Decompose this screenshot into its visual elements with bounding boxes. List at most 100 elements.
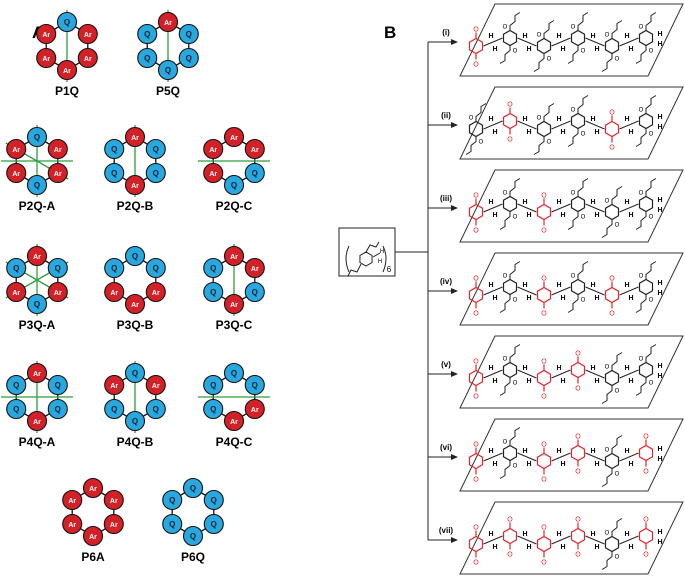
aryl-unit <box>244 138 265 160</box>
methylene-bridge <box>483 286 503 296</box>
quinone-unit <box>137 47 158 69</box>
quinone-unit <box>47 374 68 396</box>
macrocycle-name: P3Q-C <box>216 318 253 332</box>
ether-oxygen: O <box>615 472 620 478</box>
carbonyl-oxygen: O <box>575 552 581 559</box>
macrocycle-name: P6Q <box>181 550 205 564</box>
macrocycle-name: P3Q-A <box>19 318 56 332</box>
quinone-label: Q <box>34 300 40 309</box>
bridge-h: H <box>628 378 633 385</box>
aryl-label: Ar <box>110 498 118 505</box>
methylene-bridge <box>551 535 571 545</box>
quinone-unit <box>104 398 125 420</box>
ether-oxygen: O <box>581 215 586 221</box>
quinone-label: Q <box>190 532 196 541</box>
aryl-label: Ar <box>251 147 259 154</box>
bridge-h: H <box>488 531 493 538</box>
ethoxy-top <box>577 12 589 31</box>
quinone-ring <box>502 112 518 130</box>
bracket-right <box>382 245 387 273</box>
quinone-label: Q <box>153 264 159 273</box>
terminal-h: H <box>657 290 662 297</box>
bridge-h: H <box>560 46 565 53</box>
methylene-bridge <box>585 203 605 213</box>
bridge-h: H <box>526 46 531 53</box>
quinone-label: Q <box>55 381 61 390</box>
quinone-label: Q <box>231 181 237 190</box>
arrow-head <box>451 454 458 460</box>
methylene-bridge <box>551 203 571 213</box>
quinone-label: Q <box>186 30 192 39</box>
carbonyl-oxygen: O <box>609 110 615 117</box>
bridge-h: H <box>492 544 497 551</box>
molecule-plane <box>459 86 684 160</box>
bridge-h: H <box>624 282 629 289</box>
aryl-unit <box>244 257 265 279</box>
bridge-h: H <box>526 461 531 468</box>
terminal-h: H <box>657 114 662 121</box>
macrocycle-name: P2Q-C <box>216 199 253 213</box>
bridge-h: H <box>492 378 497 385</box>
bridge-h: H <box>560 129 565 136</box>
carbonyl-oxygen: O <box>643 517 649 524</box>
methylene-bridge <box>483 37 503 47</box>
ether-oxygen: O <box>605 448 610 454</box>
quinone-unit <box>6 374 27 396</box>
quinone-unit <box>203 281 224 303</box>
quinone-label: Q <box>13 264 19 273</box>
ethoxy-top <box>611 518 623 537</box>
bridge-h: H <box>526 295 531 302</box>
aryl-unit <box>104 281 125 303</box>
bridge-h: H <box>590 448 595 455</box>
quinone-unit <box>244 281 265 303</box>
quinone-label: Q <box>186 54 192 63</box>
arrow-head <box>451 537 458 543</box>
aryl-unit <box>36 23 57 45</box>
bridge-h: H <box>628 212 633 219</box>
quinone-unit <box>145 257 166 279</box>
aryl-label: Ar <box>131 183 139 190</box>
quinone-ring <box>570 444 586 462</box>
macrocycle-name: P6A <box>81 550 105 564</box>
ether-oxygen: O <box>503 440 508 446</box>
methylene-bridge <box>619 286 639 296</box>
ether-oxygen: O <box>649 298 654 304</box>
macrocycle-name: P3Q-B <box>117 318 154 332</box>
aryl-unit <box>62 513 83 535</box>
bridge-h: H <box>488 199 493 206</box>
carbonyl-oxygen: O <box>575 386 581 393</box>
bridge-h: H <box>628 461 633 468</box>
ether-oxygen: O <box>513 381 518 387</box>
ether-oxygen: O <box>571 191 576 197</box>
ethoxy-top <box>577 95 589 114</box>
bridge-h: H <box>560 212 565 219</box>
aryl-label: Ar <box>33 371 41 378</box>
benzene-ring <box>570 278 586 296</box>
carbonyl-oxygen: O <box>473 394 479 401</box>
quinone-label: Q <box>132 252 138 261</box>
branch-arrows: (i)(ii)(iii)(iv)(v)(vi)(vii) <box>395 28 458 543</box>
carbonyl-oxygen: O <box>541 525 547 532</box>
molecule-plane <box>459 418 684 492</box>
aryl-unit <box>223 245 245 267</box>
carbonyl-oxygen: O <box>643 552 649 559</box>
benzene-ring <box>638 29 654 47</box>
quinone-ring <box>502 527 518 545</box>
aryl-label: Ar <box>251 407 259 414</box>
quinone-unit <box>223 174 245 196</box>
aryl-label: Ar <box>230 135 238 142</box>
quinone-label: Q <box>231 369 237 378</box>
methylene-bridge <box>585 369 605 379</box>
quinone-unit <box>162 489 183 511</box>
bridge-h: H <box>526 544 531 551</box>
ether-oxygen: O <box>639 274 644 280</box>
quinone-label: Q <box>165 66 171 75</box>
ether-oxygen: O <box>615 555 620 561</box>
ether-oxygen: O <box>537 33 542 39</box>
macrocycle-name: P2Q-A <box>19 199 56 213</box>
carbonyl-oxygen: O <box>643 469 649 476</box>
